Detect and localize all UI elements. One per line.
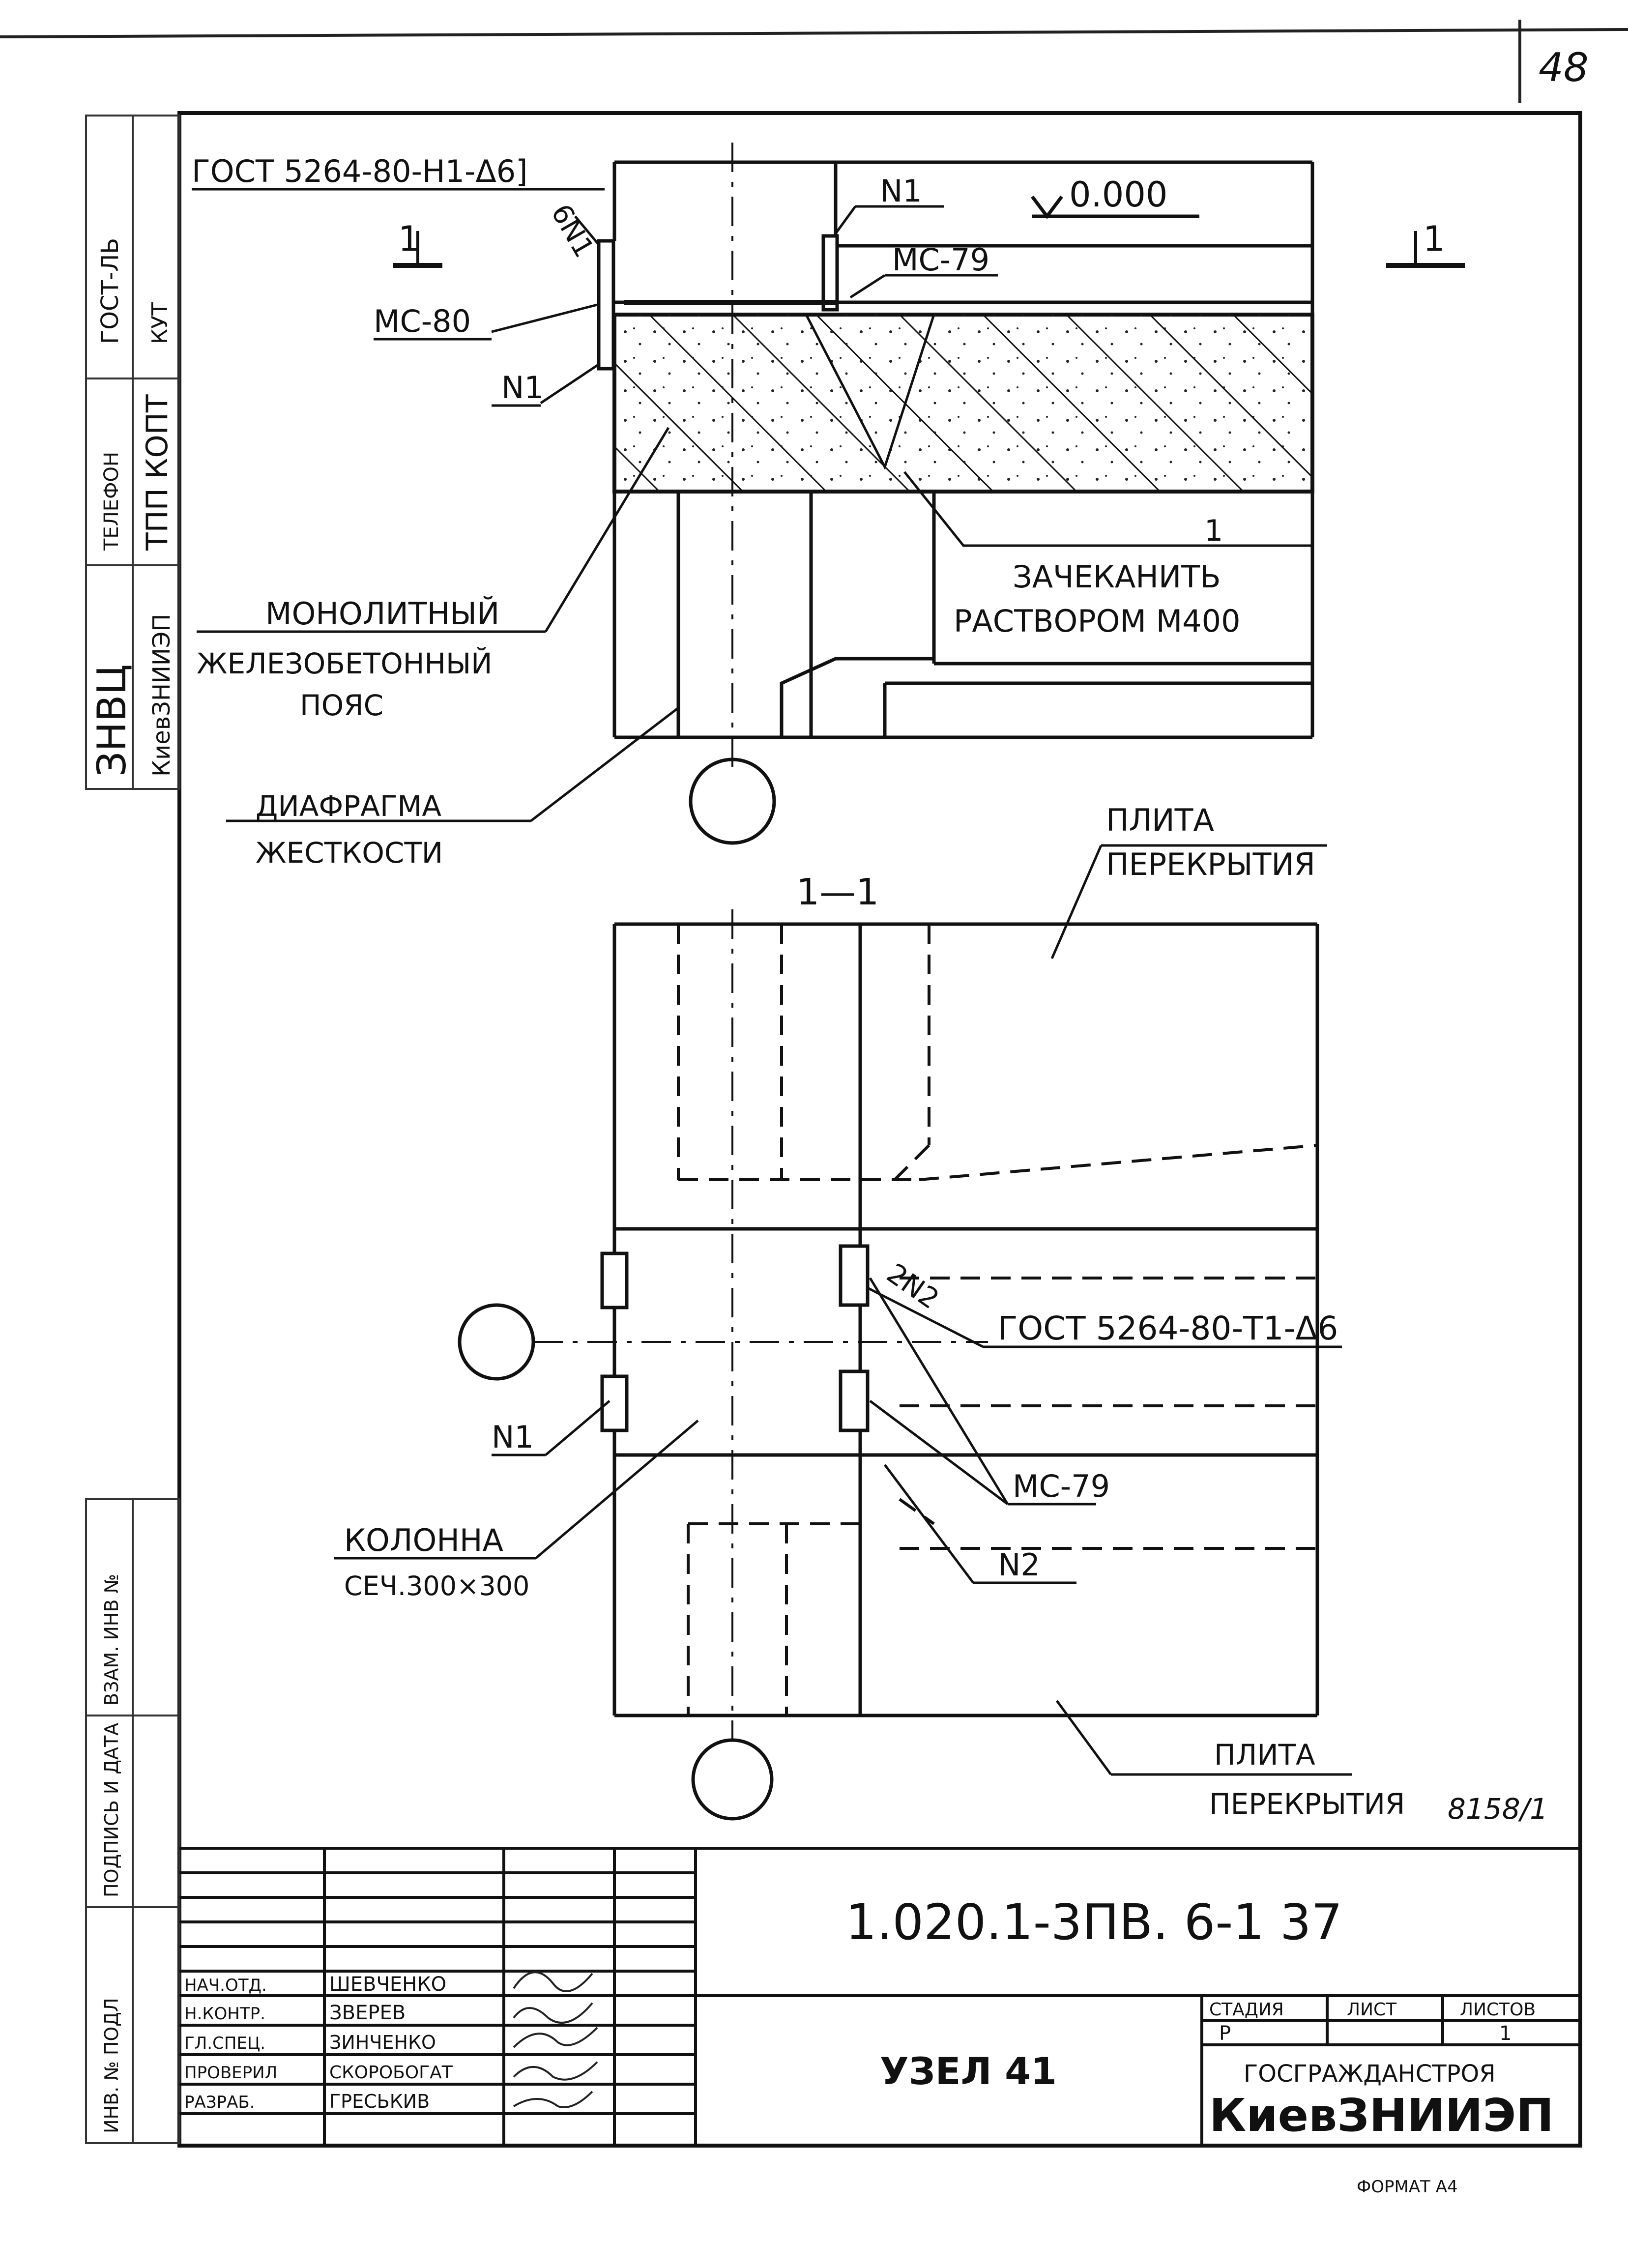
org-line-2: КиевЗНИИЭП [1209, 2089, 1554, 2142]
side-stamp-text: ГОСТ-ЛЬ КУТ ТЕЛЕФОН ТПП КОПТ ЗНВЦ КиевЗН… [89, 238, 175, 2133]
stamp-sign-date: ПОДПИСЬ И ДАТА [101, 1723, 122, 1897]
slab-top-label-1: ПЛИТА [1106, 802, 1214, 838]
name-3: ЗИНЧЕНКО [329, 2032, 436, 2053]
sheets-label: ЛИСТОВ [1460, 2000, 1536, 2020]
sheet-title: УЗЕЛ 41 [880, 2049, 1057, 2093]
axis-bubble-upper [689, 757, 776, 845]
lower-leaders [334, 1277, 1352, 1776]
stamp-replace-inv: ВЗАМ. ИНВ № [101, 1574, 122, 1706]
format-label: ФОРМАТ А4 [1357, 2177, 1458, 2197]
name-5: ГРЕСЬКИВ [329, 2091, 430, 2112]
archive-number: 8158/1 [1448, 1792, 1548, 1826]
elevation-label: 0.000 [1069, 174, 1167, 215]
mc79-upper-label: МС-79 [892, 242, 989, 278]
gost-top-label: ГОСТ 5264-80-Н1-Δ6] [192, 153, 527, 189]
top-edge-line [0, 28, 1628, 38]
embedded-plate-left [597, 239, 615, 371]
signatures [513, 1971, 598, 2108]
diaphragm-label-2: ЖЕСТКОСТИ [256, 836, 443, 870]
n2-label: N2 [998, 1547, 1040, 1583]
sheets-value: 1 [1499, 2022, 1512, 2045]
weld-6n1-label: 6N1 [545, 199, 600, 263]
role-2: Н.КОНТР. [184, 2004, 265, 2024]
main-frame [177, 111, 1582, 2148]
mc79-lower-label: МС-79 [1013, 1468, 1110, 1504]
belt-label-3: ПОЯС [300, 689, 383, 722]
section-mark-right: 1 [1423, 219, 1445, 259]
column-label-1: КОЛОННА [344, 1522, 503, 1558]
lower-detail [458, 909, 1319, 1821]
note-line-1: ЗАЧЕКАНИТЬ [1013, 559, 1221, 595]
note-number: 1 [1204, 514, 1223, 548]
stamp-bottom-2: КиевЗНИИЭП [148, 614, 175, 777]
n1-top-label: N1 [880, 173, 922, 209]
n1-lower-label: N1 [492, 1419, 534, 1455]
role-1: НАЧ.ОТД. [184, 1976, 267, 1995]
belt-label-1: МОНОЛИТНЫЙ [265, 596, 499, 632]
role-4: ПРОВЕРИЛ [184, 2063, 277, 2083]
plate-right-1 [839, 1244, 870, 1307]
role-3: ГЛ.СПЕЦ. [184, 2034, 265, 2053]
embedded-plate-top [821, 234, 839, 312]
stamp-mid-1: ТЕЛЕФОН [100, 452, 123, 551]
gost-mid-label: ГОСТ 5264-80-Т1-Δ6 [998, 1309, 1338, 1347]
column-label-2: СЕЧ.300×300 [344, 1570, 529, 1601]
role-5: РАЗРАБ. [184, 2093, 255, 2112]
side-stamp [85, 115, 180, 2144]
stamp-inv-no: ИНВ. № ПОДЛ [101, 1998, 122, 2133]
name-4: СКОРОБОГАТ [329, 2063, 453, 2083]
axis-bubble-left [458, 1303, 535, 1381]
weld-2n2-label: 2N2 [881, 1257, 945, 1315]
slab-bottom-label-1: ПЛИТА [1214, 1738, 1315, 1772]
stamp-top-2: КУТ [147, 302, 173, 344]
stamp-mid-2: ТПП КОПТ [140, 394, 174, 551]
title-block [179, 1847, 1580, 2146]
stamp-bottom-1: ЗНВЦ [89, 665, 135, 777]
drawing-code: 1.020.1-3ПВ. 6-1 37 [845, 1893, 1342, 1951]
title-block-roles: НАЧ.ОТД. Н.КОНТР. ГЛ.СПЕЦ. ПРОВЕРИЛ РАЗР… [184, 1973, 453, 2112]
plate-left-1 [600, 1251, 629, 1309]
belt-label-2: ЖЕЛЕЗОБЕТОННЫЙ [197, 646, 493, 680]
upper-leaders [197, 205, 1312, 822]
name-1: ШЕВЧЕНКО [329, 1973, 446, 1996]
mc80-label: МС-80 [374, 303, 471, 339]
plate-left-2 [600, 1374, 629, 1432]
stage-label: СТАДИЯ [1209, 2000, 1284, 2020]
stage-value: Р [1219, 2022, 1231, 2045]
name-2: ЗВЕРЕВ [329, 2002, 406, 2024]
org-line-1: ГОСГРАЖДАНСТРОЯ [1244, 2060, 1496, 2088]
slab-top-label-2: ПЕРЕКРЫТИЯ [1106, 846, 1315, 882]
page-number: 48 [1539, 45, 1589, 90]
upper-detail [393, 143, 1465, 845]
diaphragm-label-1: ДИАФРАГМА [256, 789, 441, 823]
note-line-2: РАСТВОРОМ М400 [954, 603, 1241, 639]
slab-bottom-label-2: ПЕРЕКРЫТИЯ [1209, 1787, 1405, 1821]
section-title: 1—1 [796, 871, 879, 913]
plate-right-2 [839, 1369, 870, 1432]
axis-bubble-bottom [691, 1738, 774, 1821]
n1-left-label: N1 [501, 370, 544, 406]
sheet-label: ЛИСТ [1347, 2000, 1397, 2020]
section-mark-left: 1 [398, 219, 420, 259]
stamp-top-1: ГОСТ-ЛЬ [96, 238, 124, 344]
